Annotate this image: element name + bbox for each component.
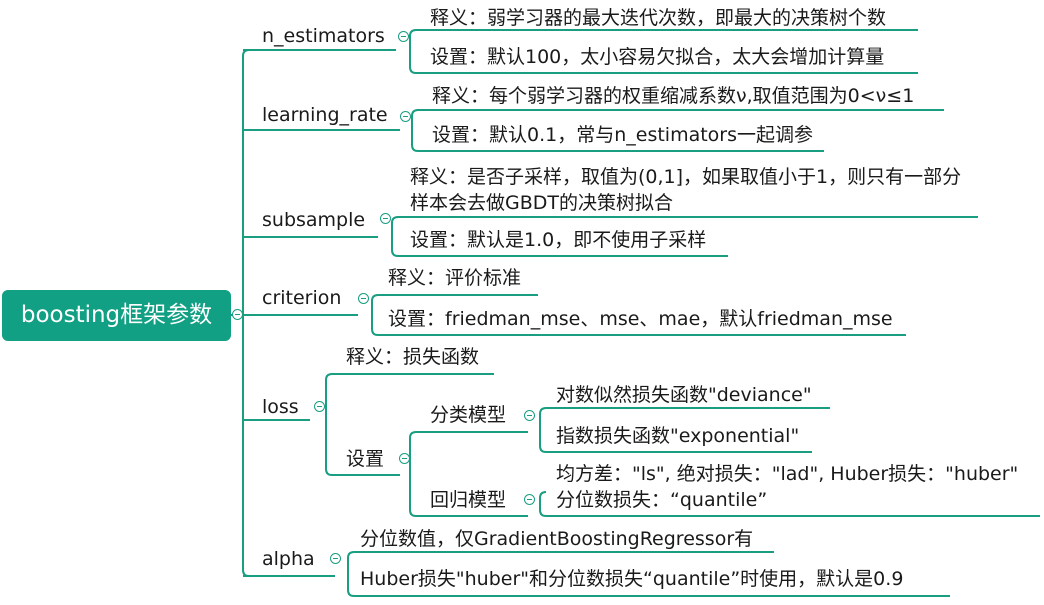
connector-alpha <box>347 551 355 597</box>
collapse-icon[interactable] <box>524 410 535 421</box>
lr-definition[interactable]: 释义：每个弱学习器的权重缩减系数ν,取值范围为0<ν≤1 <box>432 85 915 107</box>
collapse-icon[interactable] <box>398 31 409 42</box>
branch-n-estimators[interactable]: n_estimators <box>262 25 385 47</box>
class-deviance[interactable]: 对数似然损失函数"deviance" <box>556 384 812 406</box>
collapse-icon[interactable] <box>314 401 325 412</box>
collapse-icon[interactable] <box>232 309 243 320</box>
crit-definition[interactable]: 释义：评价标准 <box>388 267 522 289</box>
branch-alpha[interactable]: alpha <box>262 548 315 570</box>
branch-criterion[interactable]: criterion <box>262 287 342 309</box>
alpha-definition[interactable]: 分位数值，仅GradientBoostingRegressor有 <box>360 528 754 550</box>
lr-setting[interactable]: 设置：默认0.1，常与n_estimators一起调参 <box>432 124 814 146</box>
regression-model[interactable]: 回归模型 <box>430 489 507 511</box>
connector-subsample <box>391 216 399 257</box>
sub-definition[interactable]: 释义：是否子采样，取值为(0,1]，如果取值小于1，则只有一部分样本会去做GBD… <box>410 166 962 214</box>
reg-losses[interactable]: 均方差："ls", 绝对损失："lad", Huber损失："huber" <box>556 463 1019 485</box>
collapse-icon[interactable] <box>380 213 391 224</box>
connector-learning-rate <box>411 109 419 152</box>
crit-setting[interactable]: 设置：friedman_mse、mse、mae，默认friedman_mse <box>388 308 893 330</box>
collapse-icon[interactable] <box>358 293 369 304</box>
reg-quantile[interactable]: 分位数损失：“quantile” <box>556 489 768 511</box>
connector-trunk <box>242 49 250 577</box>
classification-model[interactable]: 分类模型 <box>430 404 507 426</box>
connector-regression <box>539 491 1040 517</box>
alpha-setting[interactable]: Huber损失"huber"和分位数损失“quantile”时使用，默认是0.9 <box>360 568 904 590</box>
collapse-icon[interactable] <box>330 553 341 564</box>
loss-setting[interactable]: 设置 <box>346 448 385 470</box>
loss-definition[interactable]: 释义：损失函数 <box>346 346 480 368</box>
collapse-icon[interactable] <box>400 111 411 122</box>
branch-subsample[interactable]: subsample <box>262 209 366 231</box>
root-node[interactable]: boosting框架参数 <box>2 290 231 341</box>
n-est-setting[interactable]: 设置：默认100，太小容易欠拟合，太大会增加计算量 <box>430 46 885 68</box>
n-est-definition[interactable]: 释义：弱学习器的最大迭代次数，即最大的决策树个数 <box>430 7 887 29</box>
branch-learning-rate[interactable]: learning_rate <box>262 104 388 126</box>
branch-loss[interactable]: loss <box>262 396 299 418</box>
sub-setting[interactable]: 设置：默认是1.0，即不使用子采样 <box>410 229 707 251</box>
connector-setting <box>409 431 417 517</box>
connector-classification <box>539 407 547 453</box>
collapse-icon[interactable] <box>399 453 410 464</box>
class-exponential[interactable]: 指数损失函数"exponential" <box>556 425 800 447</box>
collapse-icon[interactable] <box>524 494 535 505</box>
connector-criterion <box>371 294 379 336</box>
connector-loss <box>325 373 333 476</box>
